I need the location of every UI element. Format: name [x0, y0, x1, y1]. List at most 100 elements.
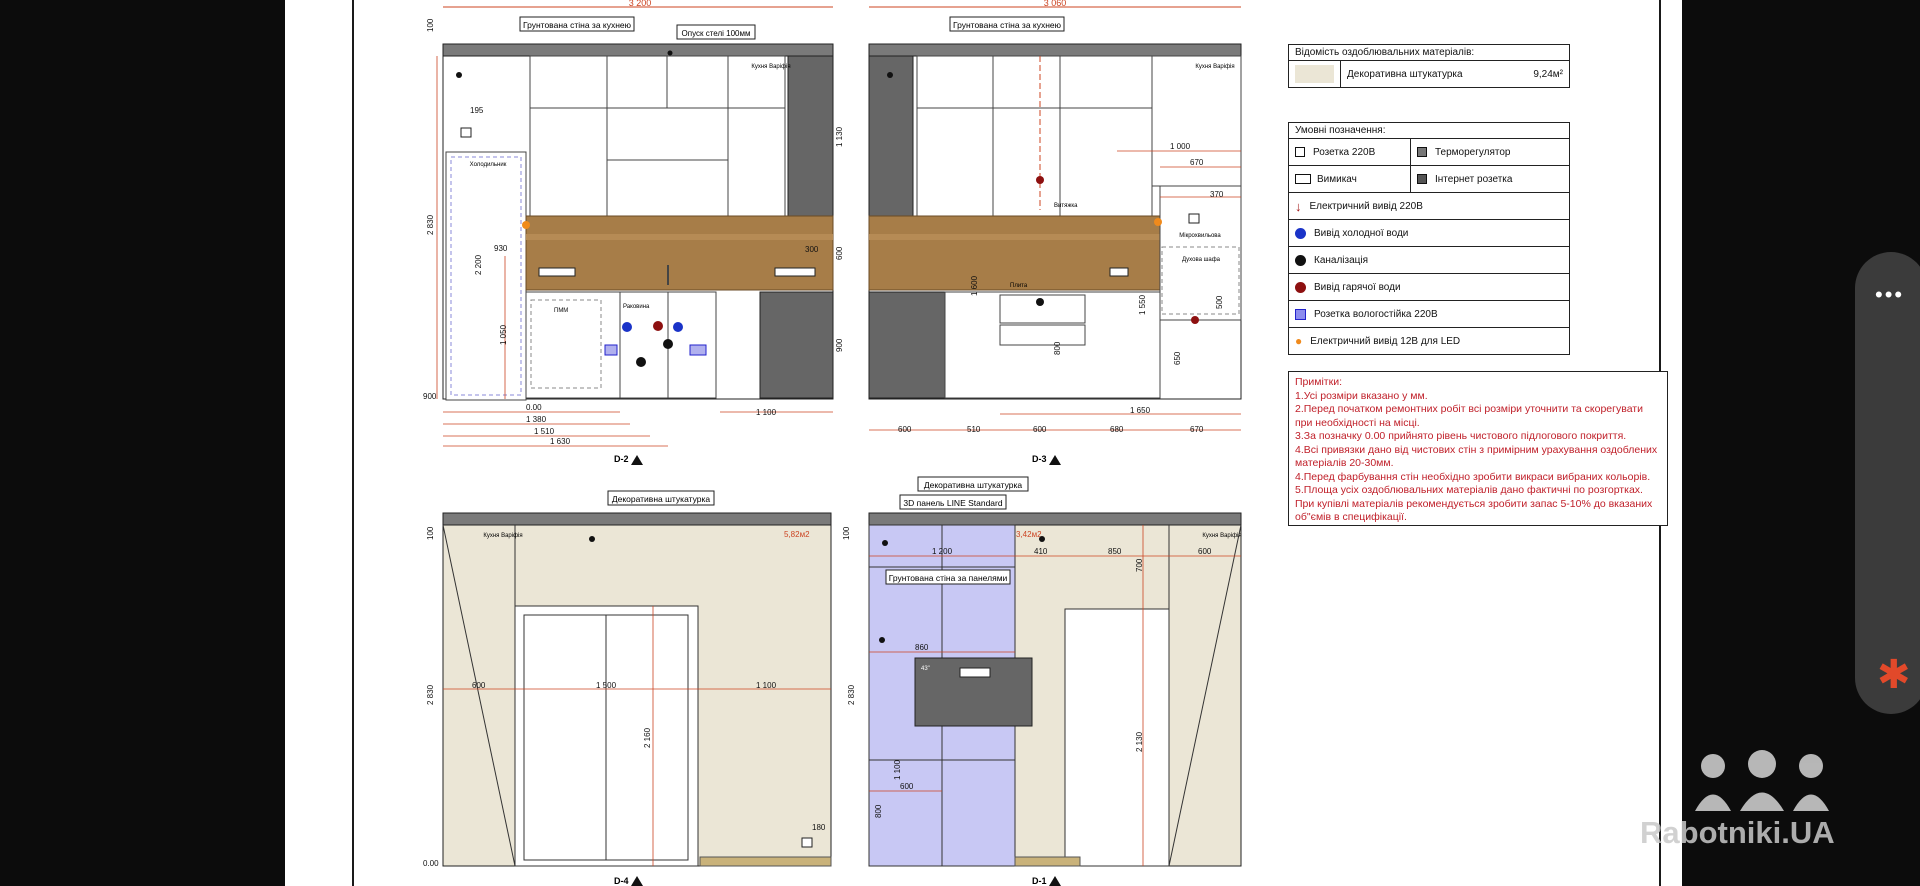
d3-dim-510: 510 — [967, 425, 981, 434]
d3-dim-680: 680 — [1110, 425, 1124, 434]
d2-dim-2830: 2 830 — [426, 214, 435, 235]
legend-switch-label: Вимикач — [1317, 173, 1357, 185]
thermostat-icon — [1417, 147, 1427, 157]
d2-dim-1380: 0.00 — [526, 403, 542, 412]
legend-thermo-label: Терморегулятор — [1435, 146, 1511, 158]
notes-line: 3.За позначку 0.00 прийнято рівень чисто… — [1295, 430, 1627, 442]
d1-dim-860: 860 — [915, 643, 929, 652]
legend-socket: Розетка 220В — [1289, 139, 1411, 165]
legend-moist-label: Розетка вологостійка 220В — [1314, 308, 1438, 320]
legend-power-label: Електричний вивід 220В — [1309, 200, 1423, 212]
notes-title: Примітки: — [1295, 376, 1342, 388]
d2-dim-1850: 1 630 — [550, 437, 571, 446]
legend-internet-label: Інтернет розетка — [1435, 173, 1513, 185]
d2-dim-930: 930 — [494, 244, 508, 253]
d2-dim-1100: 1 100 — [756, 408, 777, 417]
d1-panel-wall-callout: Грунтована стіна за панелями — [889, 573, 1008, 583]
d2-dishwasher: ПММ — [554, 308, 568, 314]
watermark: Rabotniki.UA — [1640, 815, 1835, 850]
d1-plaster-callout: Декоративна штукатурка — [924, 480, 1023, 490]
legend-internet: Інтернет розетка — [1411, 166, 1569, 192]
elevation-d4: 600 1 500 1 100 180 0.00 2 830 2 160 100… — [423, 490, 832, 886]
d1-dim-850: 850 — [1108, 547, 1122, 556]
notes-line: 4.Всі привязки дано від чистових стін з … — [1295, 443, 1658, 470]
d4-area: 5,82м2 — [784, 530, 810, 539]
d1-dim-800: 800 — [874, 804, 883, 818]
legend-table: Умовні позначення: Розетка 220В Терморег… — [1288, 122, 1570, 355]
elevation-d1: 43" 1 200 410 850 600 860 600 700 2 130 … — [842, 476, 1242, 886]
d4-dim-180: 180 — [812, 823, 826, 832]
d2-dim-900: 900 — [835, 338, 844, 352]
d1-dim-2130: 2 130 — [1135, 731, 1144, 752]
bluetooth-icon[interactable]: ✱ — [1877, 653, 1911, 697]
d2-kitchen-tag: Кухня Варіфія — [751, 64, 790, 70]
d4-dim-2160: 2 160 — [643, 727, 652, 748]
d3-dim-670b: 670 — [1190, 425, 1204, 434]
legend-switch: Вимикач — [1289, 166, 1411, 192]
led-outlet-icon: ● — [1295, 334, 1303, 348]
d3-dim-650: 650 — [1173, 351, 1182, 365]
internet-socket-icon — [1417, 174, 1427, 184]
floating-side-panel[interactable]: ••• ✱ — [1855, 252, 1920, 714]
notes-line: При купівлі матеріалів рекомендується зр… — [1295, 497, 1653, 524]
d2-sink: Раковина — [623, 304, 650, 310]
notes-line: 4.Перед фарбування стін необхідно зробит… — [1295, 470, 1651, 483]
more-options-icon[interactable]: ••• — [1875, 282, 1905, 307]
d2-fridge: Холодильник — [470, 162, 507, 168]
socket-icon — [1295, 147, 1305, 157]
d3-dim-1550: 1 550 — [1138, 294, 1147, 315]
d1-kitchen-tag: Кухня Варіфія — [1202, 533, 1241, 539]
d3-kitchen-tag: Кухня Варіфія — [1195, 64, 1234, 70]
d3-dim-1650: 1 650 — [1130, 406, 1151, 415]
d4-dim-600: 600 — [472, 681, 486, 690]
elevation-d3: 3 060 Кухня Варіфія Витяжка Мікрохвильов… — [868, 0, 1242, 465]
d3-microwave: Мікрохвильова — [1179, 233, 1221, 239]
legend-hot: Вивід гарячої води — [1289, 274, 1407, 300]
d4-dim-100: 100 — [426, 526, 435, 540]
workers-logo-icon — [1695, 750, 1829, 811]
sheet-frame-left — [352, 0, 354, 886]
legend-hot-label: Вивід гарячої води — [1314, 281, 1401, 293]
legend-cold-label: Вивід холодної води — [1314, 227, 1409, 239]
d2-dim-195: 195 — [470, 106, 484, 115]
power-outlet-icon: ↓ — [1295, 198, 1302, 214]
d3-dim-800: 800 — [1053, 341, 1062, 355]
materials-item: Декоративна штукатурка — [1347, 68, 1463, 80]
legend-thermo: Терморегулятор — [1411, 139, 1569, 165]
d1-dim-700: 700 — [1135, 558, 1144, 572]
d2-dim-1130: 1 130 — [835, 126, 844, 147]
legend-sewer-label: Каналізація — [1314, 254, 1369, 266]
legend-cold: Вивід холодної води — [1289, 220, 1414, 246]
d1-label: D-1 — [1032, 876, 1047, 886]
d2-dim-1050: 1 050 — [499, 324, 508, 345]
d2-label: D-2 — [614, 454, 629, 464]
legend-socket-label: Розетка 220В — [1313, 146, 1376, 158]
d3-oven: Духова шафа — [1182, 257, 1221, 263]
legend-led-label: Електричний вивід 12В для LED — [1310, 335, 1461, 347]
d1-dim-1100: 1 100 — [893, 759, 902, 780]
elevation-d2: 3 200 Кухня Варіфія Холодильник ПММ Рако… — [423, 0, 844, 465]
legend-sewer: Каналізація — [1289, 247, 1374, 273]
d2-dim-600: 600 — [835, 246, 844, 260]
legend-power: ↓ Електричний вивід 220В — [1289, 193, 1429, 219]
d4-level: 0.00 — [423, 859, 439, 868]
d3-dim-370: 370 — [1210, 190, 1224, 199]
d2-ceiling-callout: Опуск стелі 100мм — [682, 29, 751, 38]
d3-label: D-3 — [1032, 454, 1047, 464]
d3-dim-500: 500 — [1215, 295, 1224, 309]
d3-dim-1000: 1 000 — [1170, 142, 1191, 151]
d2-wall-callout: Грунтована стіна за кухнею — [523, 20, 632, 30]
notes-line: 2.Перед початком ремонтних робіт всі роз… — [1295, 403, 1643, 429]
cold-water-icon — [1295, 227, 1306, 239]
materials-qty: 9,24м² — [1533, 68, 1563, 80]
legend-title: Умовні позначення: — [1295, 125, 1386, 136]
d1-area: 3,42м2 — [1016, 530, 1042, 539]
switch-icon — [1295, 174, 1311, 184]
materials-table: Відомість оздоблювальних матеріалів: Дек… — [1288, 44, 1570, 88]
notes-line: 1.Усі розміри вказано у мм. — [1295, 389, 1428, 402]
d3-hood: Витяжка — [1054, 203, 1078, 209]
d2-dim-2200: 2 200 — [474, 254, 483, 275]
d4-kitchen-tag: Кухня Варіфія — [483, 533, 522, 539]
d2-dim-100: 100 — [426, 18, 435, 32]
d4-plaster-callout: Декоративна штукатурка — [612, 494, 711, 504]
